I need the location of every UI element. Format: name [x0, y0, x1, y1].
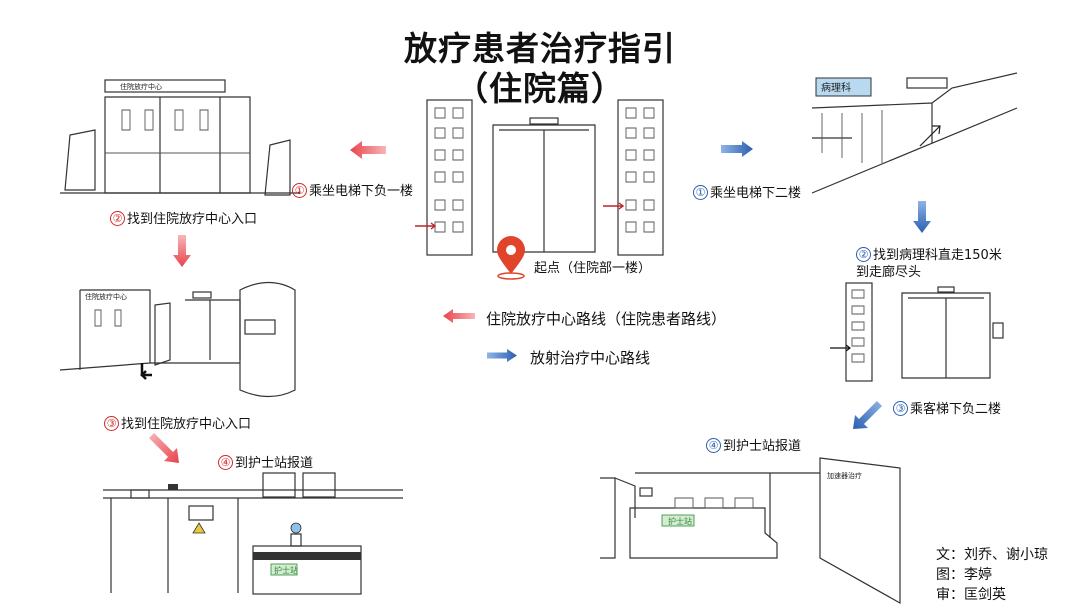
step-number: ①: [292, 183, 307, 198]
nurse-station-right-text: 护士站: [668, 516, 692, 526]
step-text: 乘坐电梯下负一楼: [309, 184, 414, 199]
right-step-2-line2: 到走廊尽头: [856, 265, 922, 280]
blue-arrow-diagonal-icon: [853, 401, 882, 429]
step-number: ①: [693, 185, 708, 200]
legend-blue-route: 放射治疗中心路线: [530, 349, 651, 367]
step-number: ④: [706, 438, 721, 453]
corridor-sign-text: 住院放疗中心: [85, 292, 127, 301]
sketch-pathology-corridor: 病理科: [811, 72, 1018, 194]
step-number: ③: [104, 416, 119, 431]
nurse-station-left-text: 护士站: [274, 565, 298, 575]
entrance-sign-text: 住院放疗中心: [120, 82, 162, 91]
credit-illustration: 图：李婷: [936, 567, 992, 583]
step-number: ③: [893, 401, 908, 416]
credit-text: 文：刘乔、谢小琼: [936, 547, 1048, 563]
blue-arrow-down-icon: [913, 201, 931, 233]
sketch-nurse-station-right: 护士站 加速器治疗: [600, 457, 901, 605]
step-text: 找到病理科直走150米: [873, 248, 1002, 263]
pathology-sign-text: 病理科: [821, 81, 851, 94]
red-arrow-down-icon: [173, 235, 191, 267]
page-subtitle: （住院篇）: [455, 69, 625, 108]
red-arrow-legend-icon: [443, 309, 475, 323]
step-text: 乘客梯下负二楼: [910, 402, 1002, 417]
step-text: 到护士站报道: [723, 439, 802, 454]
step-text: 找到住院放疗中心入口: [121, 417, 252, 432]
red-arrow-left-icon: [350, 141, 386, 159]
credits: 文：刘乔、谢小琼 图：李婷 审：匡剑英: [936, 545, 1048, 605]
step-number: ②: [856, 247, 871, 262]
red-arrow-diagonal-icon: [149, 433, 179, 463]
location-pin-icon: [497, 236, 525, 280]
page-title: 放疗患者治疗指引: [404, 29, 676, 68]
sketch-center-elevator: [415, 99, 664, 256]
sketch-passenger-elevator: [830, 282, 1004, 382]
credit-review: 审：匡剑英: [936, 587, 1006, 603]
step-text: 到护士站报道: [235, 456, 314, 471]
step-text: 乘坐电梯下二楼: [710, 186, 802, 201]
radiotherapy-sign-text: 加速器治疗: [827, 471, 862, 480]
step-text: 找到住院放疗中心入口: [127, 212, 258, 227]
sketch-corridor-column: 住院放疗中心: [59, 281, 296, 398]
sketch-nurse-station-left: 护士站: [103, 472, 403, 595]
blue-arrow-legend-icon: [487, 349, 517, 362]
legend-red-route: 住院放疗中心路线（住院患者路线）: [486, 310, 727, 328]
start-label: 起点（住院部一楼）: [534, 261, 652, 276]
step-number: ②: [110, 211, 125, 226]
blue-arrow-right-icon: [721, 141, 753, 157]
sketch-double-door-entrance: 住院放疗中心: [60, 79, 300, 196]
step-number: ④: [218, 455, 233, 470]
